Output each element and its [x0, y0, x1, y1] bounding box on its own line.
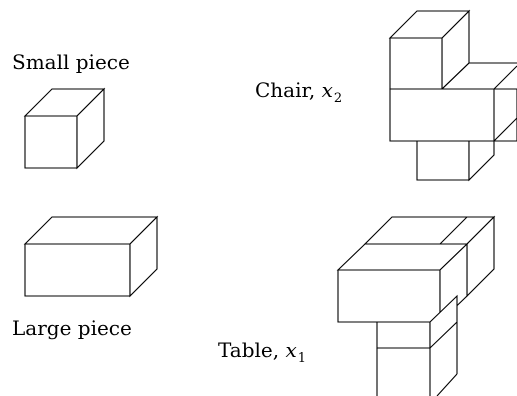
small-piece-cube	[23, 87, 106, 170]
chair-seat-top-edge	[441, 62, 517, 90]
chair-assembly	[388, 9, 517, 182]
table-label-text: Table,	[218, 338, 286, 362]
small-piece-label-text: Small piece	[12, 50, 130, 74]
table-leg-upper-front	[376, 321, 431, 349]
chair-leg-front-face	[416, 140, 470, 181]
chair-variable-subscript: 2	[333, 91, 343, 106]
table-top-front-face	[337, 269, 441, 323]
small-piece-label: Small piece	[12, 52, 130, 72]
chair-seat-diagonal-bottom	[493, 117, 517, 142]
chair-leg-side-face	[468, 140, 495, 182]
table-assembly	[336, 215, 496, 396]
large-piece-block	[23, 215, 159, 298]
chair-label-text: Chair,	[255, 78, 322, 102]
table-variable-subscript: 1	[297, 351, 307, 366]
table-top-right-face	[439, 242, 468, 324]
table-label: Table, x1	[218, 338, 306, 365]
large-piece-label-text: Large piece	[12, 316, 132, 340]
large-block-side-face	[129, 215, 158, 298]
chair-back-top-face	[388, 10, 471, 39]
chair-label: Chair, x2	[255, 78, 342, 105]
large-piece-label: Large piece	[12, 318, 132, 338]
table-top-divider	[439, 216, 468, 245]
small-cube-front-face	[24, 115, 78, 169]
small-cube-side-face	[76, 87, 105, 170]
chair-seat-front-face	[389, 88, 517, 142]
chair-seat-diagonal-top	[493, 65, 517, 90]
chair-variable: x	[321, 78, 333, 102]
large-block-front-face	[24, 243, 131, 297]
table-leg-lower-diagonal	[436, 373, 458, 396]
chair-back-front-face	[389, 37, 443, 90]
table-variable: x	[285, 338, 297, 362]
